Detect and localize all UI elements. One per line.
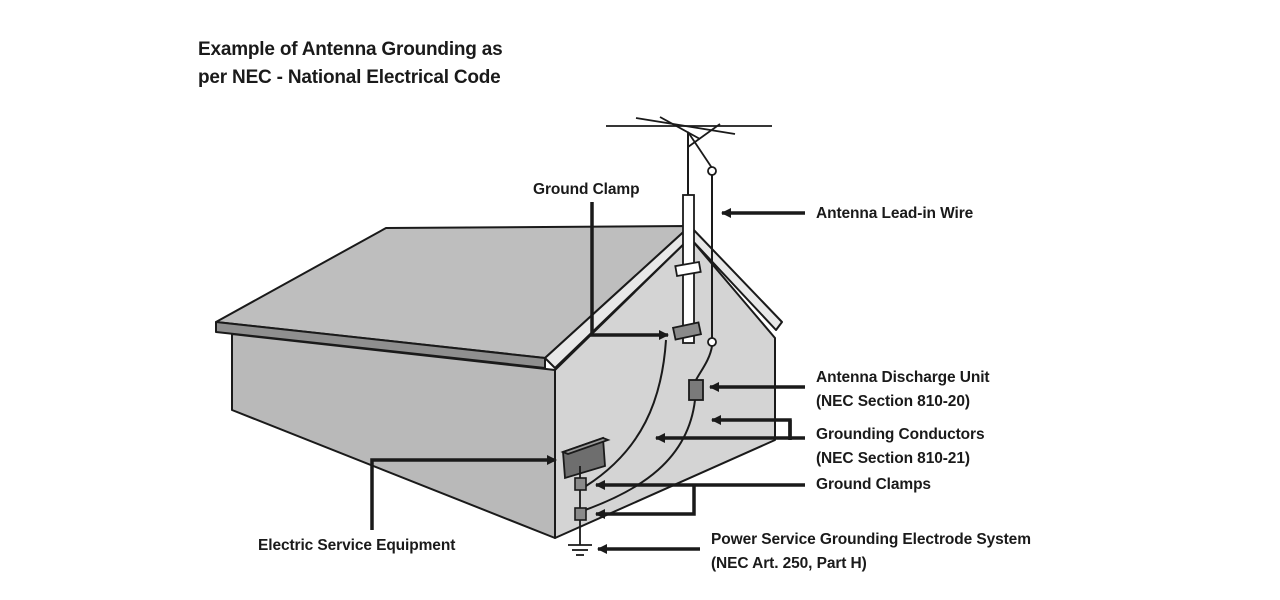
electric-service-box: [560, 436, 611, 480]
ground-clamp-callout: [590, 202, 669, 340]
lower-ground-clamp-1: [574, 477, 587, 491]
title-line-1: Example of Antenna Grounding as: [198, 39, 503, 60]
mast-ground-clamp: [671, 321, 703, 341]
lead-in-standoff-bottom: [707, 337, 717, 347]
grounding-conductors-ref-label: (NEC Section 810-21): [816, 450, 970, 467]
house: [215, 225, 783, 539]
discharge-unit-ref-label: (NEC Section 810-20): [816, 393, 970, 410]
ground-clamps-label: Ground Clamps: [816, 476, 931, 493]
power-service-label: Power Service Grounding Electrode System: [711, 531, 1031, 548]
grounding-conductors-label: Grounding Conductors: [816, 426, 985, 443]
ground-clamps-callout-bottom: [595, 485, 696, 519]
roof-eave: [215, 321, 546, 369]
diagram-title: Example of Antenna Grounding as per NEC …: [198, 36, 503, 92]
grounding-conductors-callout-bottom: [655, 420, 792, 443]
antenna: [606, 116, 772, 381]
electric-service-label: Electric Service Equipment: [258, 537, 456, 554]
callout-lines: [370, 202, 805, 554]
discharge-unit-label: Antenna Discharge Unit: [816, 369, 990, 386]
grounding-conductors: [584, 339, 696, 511]
antenna-lead-in-label: Antenna Lead-in Wire: [816, 205, 974, 222]
electric-service-callout: [370, 455, 557, 530]
lower-ground-clamp-2: [574, 507, 587, 521]
mast-grounding-conductor: [585, 339, 667, 487]
power-service-ref-label: (NEC Art. 250, Part H): [711, 555, 867, 572]
lead-in-standoff-top: [707, 166, 717, 176]
title-line-2: per NEC - National Electrical Code: [198, 67, 501, 88]
ground-clamp-label: Ground Clamp: [533, 181, 640, 198]
discharge-grounding-conductor: [584, 399, 696, 511]
ground-symbol-icon: [568, 544, 592, 556]
antenna-discharge-unit: [688, 379, 704, 401]
mast-bracket: [674, 260, 702, 278]
